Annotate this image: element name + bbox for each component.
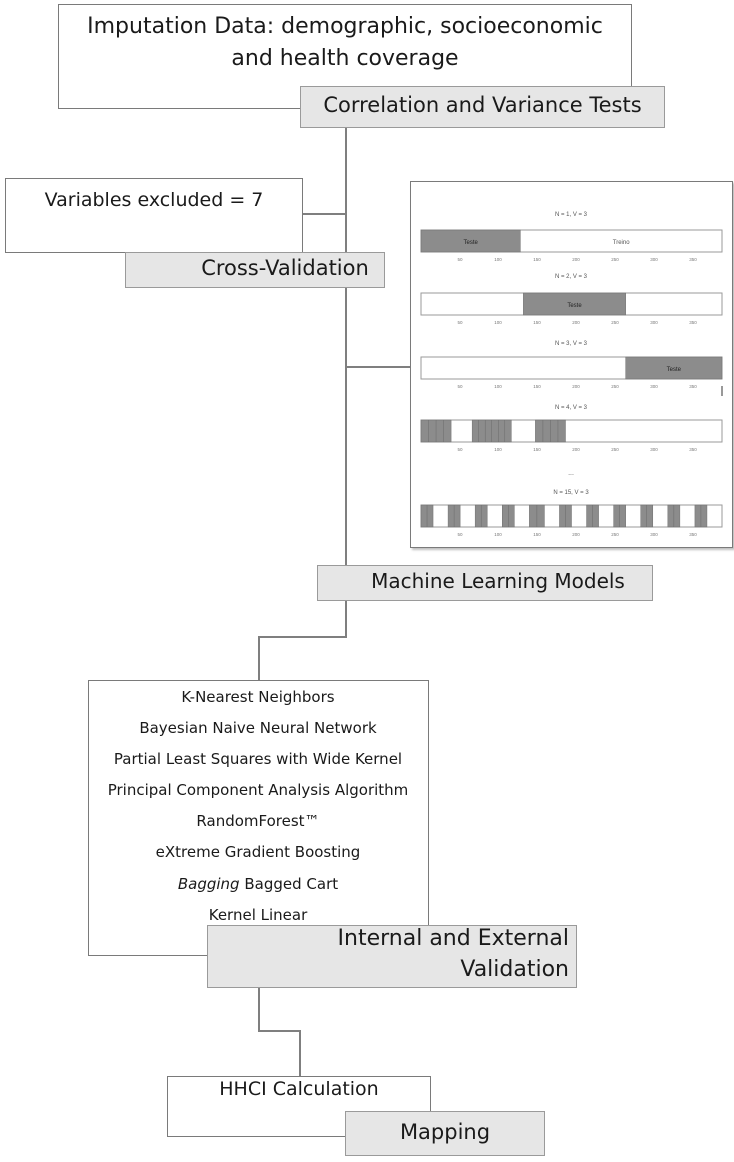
fold-tick-label: 300 <box>650 320 658 325</box>
fold-tick-label: 100 <box>494 320 502 325</box>
fold-title: N = 1, V = 3 <box>555 212 588 218</box>
internal-external-validation-box <box>207 925 577 988</box>
connector-validation-horizontal <box>258 1030 301 1032</box>
model-item: K-Nearest Neighbors <box>181 688 335 706</box>
fold-tick-label: 300 <box>650 384 658 389</box>
cross-validation-box <box>125 252 385 288</box>
fold-tick-label: 250 <box>611 384 619 389</box>
fold-tick-label: 50 <box>457 384 463 389</box>
fold-tick-label: 200 <box>572 257 580 262</box>
fold-test-segment <box>523 292 626 316</box>
cross-validation-panel: N = 1, V = 3 Teste Treino 50 100 150 200 250 300… <box>410 181 733 548</box>
correlation-variance-tests-box <box>300 86 665 128</box>
fold-tick-label: 350 <box>689 384 697 389</box>
correlation-variance-tests-label: Correlation and Variance Tests <box>323 93 642 117</box>
validation-label-line2: Validation <box>460 957 569 982</box>
fold-tick-label: 200 <box>572 384 580 389</box>
model-item: Principal Component Analysis Algorithm <box>107 781 409 800</box>
fold-tick-label: 50 <box>457 257 463 262</box>
fold-tick-label: 100 <box>494 447 502 452</box>
fold-tick-label: 150 <box>533 320 541 325</box>
model-item: Kernel Linear <box>208 905 308 924</box>
fold-tick-label: 350 <box>689 257 697 262</box>
hhci-calculation-label: HHCI Calculation <box>219 1078 379 1100</box>
validation-label-line1: Internal and External <box>337 926 569 951</box>
imputation-data-label-line1: Imputation Data: demographic, socioecono… <box>87 14 603 39</box>
fold-title: N = 4, V = 3 <box>555 405 588 411</box>
connector-cv-panel <box>346 366 410 368</box>
fold-tick-label: 200 <box>572 447 580 452</box>
model-item: eXtreme Gradient Boosting <box>155 843 361 862</box>
fold-tick-label: 150 <box>533 447 541 452</box>
fold-test-segment <box>625 356 723 380</box>
fold-tick-label: 300 <box>650 447 658 452</box>
folds-ellipsis: ... <box>568 470 574 477</box>
fold-tick-label: 50 <box>457 320 463 325</box>
fold-tick-label: 50 <box>457 447 463 452</box>
fold-tick-label: 150 <box>533 384 541 389</box>
fold-tick-label: 100 <box>494 384 502 389</box>
connector-correlation-down <box>345 128 347 572</box>
fold-tick-label: 150 <box>533 257 541 262</box>
connector-to-hhci <box>299 1030 301 1076</box>
machine-learning-models-label: Machine Learning Models <box>371 569 625 593</box>
connector-ml-down <box>345 601 347 637</box>
models-list: K-Nearest Neighbors Bayesian Naive Neura… <box>88 682 428 931</box>
fold-tick-label: 200 <box>572 320 580 325</box>
fold-tick-label: 250 <box>611 447 619 452</box>
machine-learning-models-box <box>317 565 653 601</box>
fold-test-segment <box>420 229 521 253</box>
variables-excluded-label: Variables excluded = 7 <box>44 189 264 211</box>
models-list-box <box>88 680 429 956</box>
connector-validation-down <box>258 988 260 1031</box>
mapping-label: Mapping <box>399 1120 491 1144</box>
imputation-data-label-line2: and health coverage <box>231 46 459 71</box>
fold-tick-label: 300 <box>650 257 658 262</box>
fold-test-label: Teste <box>567 303 582 309</box>
model-item: Bagging Bagged Cart <box>88 869 428 900</box>
fold-title: N = 15, V = 3 <box>553 490 589 496</box>
fold-test-label: Teste <box>463 240 478 246</box>
fold-title: N = 2, V = 3 <box>555 274 588 280</box>
fold-tick-label: 200 <box>572 532 580 537</box>
connector-variables-excluded <box>303 213 346 215</box>
model-item: Bayesian Naive Neural Network <box>139 719 377 738</box>
fold-bar <box>420 419 723 443</box>
cross-validation-label: Cross-Validation <box>201 256 369 280</box>
fold-tick-label: 350 <box>689 532 697 537</box>
model-item: RandomForest™ <box>196 812 320 831</box>
model-item-text: Bagged Cart <box>244 874 339 893</box>
fold-tick-label: 300 <box>650 532 658 537</box>
mapping-box <box>345 1111 545 1156</box>
fold-tick-label: 50 <box>457 532 463 537</box>
connector-ml-to-models <box>258 636 260 682</box>
fold-test-label: Teste <box>667 367 682 373</box>
fold-tick-label: 150 <box>533 532 541 537</box>
model-item-italic-prefix: Bagging <box>177 874 240 893</box>
fold-train-label: Treino <box>613 240 630 246</box>
cross-validation-folds-chart: N = 1, V = 3 Teste Treino 50 100 150 200 250 300… <box>420 212 723 537</box>
fold-tick-label: 250 <box>611 320 619 325</box>
connector-ml-horizontal <box>258 636 347 638</box>
model-item: Partial Least Squares with Wide Kernel <box>113 750 403 769</box>
fold-tick-label: 250 <box>611 532 619 537</box>
fold-tick-label: 100 <box>494 257 502 262</box>
fold-tick-label: 350 <box>689 320 697 325</box>
fold-tick-label: 100 <box>494 532 502 537</box>
fold-title: N = 3, V = 3 <box>555 341 588 347</box>
fold-tick-label: 350 <box>689 447 697 452</box>
fold-tick-label: 250 <box>611 257 619 262</box>
